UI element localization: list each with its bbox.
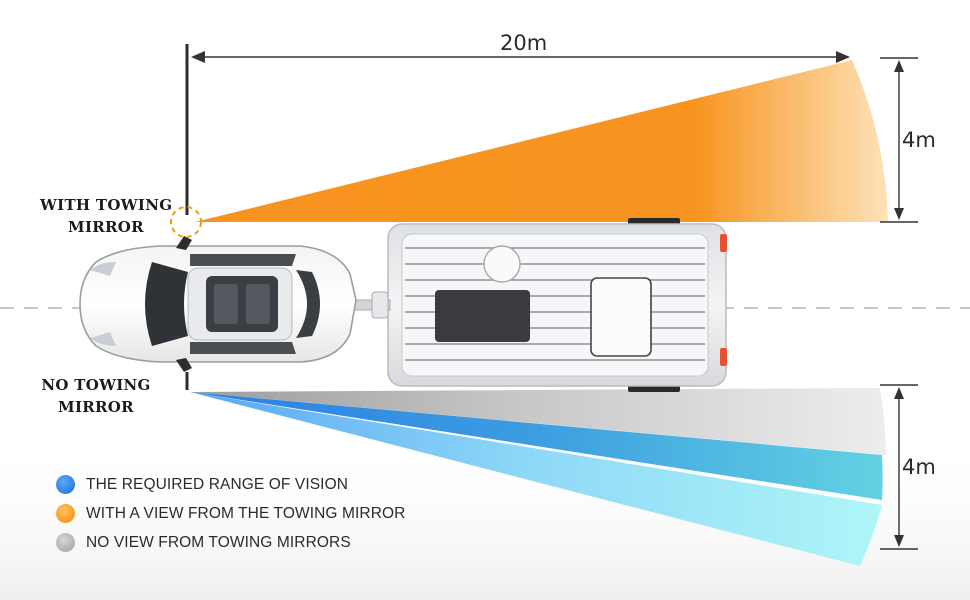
caravan-roof-hatch — [590, 277, 652, 357]
legend-item-required-range: THE REQUIRED RANGE OF VISION — [56, 470, 405, 499]
blue-required-zone — [190, 392, 883, 500]
legend-label-towing-mirror-view: WITH A VIEW FROM THE TOWING MIRROR — [86, 504, 406, 522]
no-towing-mirror-line2: MIRROR — [58, 398, 134, 416]
length-dimension-arrow — [191, 51, 850, 63]
car — [79, 236, 357, 372]
orange-vision-zone — [195, 60, 888, 222]
caravan — [351, 218, 727, 392]
width-dimension-top-label: 4m — [902, 128, 936, 152]
with-towing-mirror-label: WITH TOWING MIRROR — [40, 194, 172, 238]
gray-dot-icon — [56, 533, 75, 552]
width-dimension-top — [880, 57, 918, 223]
legend-item-towing-mirror-view: WITH A VIEW FROM THE TOWING MIRROR — [56, 499, 405, 528]
legend-label-no-view: NO VIEW FROM TOWING MIRRORS — [86, 533, 351, 551]
towing-mirror-highlight-circle — [170, 206, 202, 238]
width-dimension-bottom-label: 4m — [902, 455, 936, 479]
legend-item-no-view: NO VIEW FROM TOWING MIRRORS — [56, 528, 405, 557]
length-dimension-label: 20m — [500, 31, 548, 55]
legend-label-required-range: THE REQUIRED RANGE OF VISION — [86, 475, 349, 493]
width-dimension-bottom — [880, 384, 918, 550]
legend: THE REQUIRED RANGE OF VISION WITH A VIEW… — [56, 470, 405, 557]
no-towing-mirror-label: NO TOWING MIRROR — [30, 374, 162, 418]
with-towing-mirror-line2: MIRROR — [68, 218, 144, 236]
cyan-vision-zone — [190, 392, 882, 566]
caravan-roof-vent — [483, 245, 521, 283]
orange-dot-icon — [56, 504, 75, 523]
caravan-skylight-dark — [435, 290, 530, 342]
no-towing-mirror-line1: NO TOWING — [41, 376, 151, 394]
with-towing-mirror-line1: WITH TOWING — [40, 196, 173, 214]
gray-no-view-zone — [190, 388, 886, 455]
blue-dot-icon — [56, 475, 75, 494]
